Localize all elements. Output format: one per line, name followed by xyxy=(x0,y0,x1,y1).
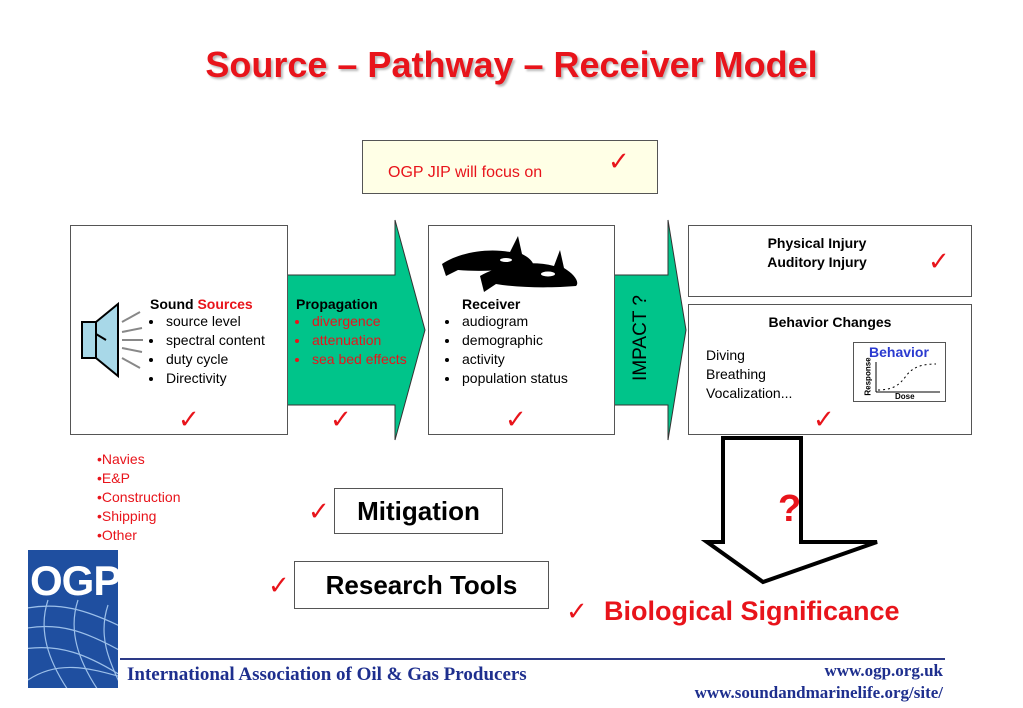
research-tools-box: Research Tools xyxy=(294,561,549,609)
list-item: duty cycle xyxy=(164,350,290,369)
chart-title: Behavior xyxy=(869,344,929,360)
source-heading: Sound Sources xyxy=(150,296,290,312)
list-item: Directivity xyxy=(164,369,290,388)
sector-item: •Other xyxy=(97,527,137,543)
ogp-logo-text: OGP xyxy=(30,557,121,604)
sector-item: •Shipping xyxy=(97,508,157,524)
list-item: demographic xyxy=(460,331,611,350)
chart-curve xyxy=(875,362,940,393)
physical-injury-box xyxy=(688,225,972,297)
down-arrow xyxy=(700,436,878,585)
source-heading-red: Sources xyxy=(197,296,253,312)
mitigation-box: Mitigation xyxy=(334,488,503,534)
check-icon: ✓ xyxy=(608,146,630,176)
sector-item: •E&P xyxy=(97,470,130,486)
receiver-content: Receiver audiogram demographic activity … xyxy=(446,296,611,388)
orca-icon xyxy=(442,236,578,292)
page-title: Source – Pathway – Receiver Model xyxy=(205,44,818,85)
check-icon: ✓ xyxy=(308,496,330,526)
footer-link-ogp[interactable]: www.ogp.org.uk xyxy=(824,661,943,680)
behavior-list: Diving Breathing Vocalization... xyxy=(706,346,792,403)
impact-arrow xyxy=(611,219,687,441)
focus-label: OGP JIP will focus on xyxy=(388,164,543,181)
check-icon: ✓ xyxy=(268,570,290,600)
question-mark: ? xyxy=(778,488,802,530)
biological-significance-label: Biological Significance xyxy=(604,596,900,626)
check-icon: ✓ xyxy=(813,404,835,434)
focus-box xyxy=(362,140,658,194)
check-icon: ✓ xyxy=(928,246,950,276)
check-icon: ✓ xyxy=(178,404,200,434)
footer-link-soundandmarinelife[interactable]: www.soundandmarinelife.org/site/ xyxy=(694,683,943,702)
footer-divider xyxy=(120,658,945,660)
list-item: divergence xyxy=(310,312,426,331)
check-icon: ✓ xyxy=(330,404,352,434)
propagation-arrow xyxy=(286,219,426,441)
propagation-heading: Propagation xyxy=(296,296,378,312)
list-item: spectral content xyxy=(164,331,290,350)
ogp-logo xyxy=(28,550,118,688)
list-item: population status xyxy=(460,369,611,388)
check-icon: ✓ xyxy=(505,404,527,434)
behavior-item: Breathing xyxy=(706,366,766,382)
impact-label: IMPACT ? xyxy=(630,295,651,381)
behavior-item: Diving xyxy=(706,347,745,363)
propagation-content: Propagation divergence attenuation sea b… xyxy=(296,296,426,369)
list-item: source level xyxy=(164,312,290,331)
chart-xlabel: Dose xyxy=(895,392,915,401)
sector-item: •Navies xyxy=(97,451,145,467)
behavior-heading: Behavior Changes xyxy=(768,314,892,330)
list-item: audiogram xyxy=(460,312,611,331)
sector-item: •Construction xyxy=(97,489,181,505)
footer-org: International Association of Oil & Gas P… xyxy=(127,664,527,685)
source-heading-text: Sound xyxy=(150,296,198,312)
physical-injury-text: Physical Injury Auditory Injury xyxy=(762,234,872,272)
sectors-list: •Navies •E&P •Construction •Shipping •Ot… xyxy=(97,450,181,545)
list-item: sea bed effects xyxy=(310,350,426,369)
check-icon: ✓ xyxy=(566,596,588,626)
auditory-injury-line: Auditory Injury xyxy=(767,254,867,270)
list-item: attenuation xyxy=(310,331,426,350)
physical-injury-line: Physical Injury xyxy=(767,235,867,251)
receiver-heading: Receiver xyxy=(462,296,521,312)
list-item: activity xyxy=(460,350,611,369)
speaker-icon xyxy=(81,301,143,379)
globe-grid-icon xyxy=(28,599,118,688)
source-content: Sound Sources source level spectral cont… xyxy=(150,296,290,388)
footer-links: www.ogp.org.uk www.soundandmarinelife.or… xyxy=(695,660,943,704)
behavior-item: Vocalization... xyxy=(706,385,793,401)
